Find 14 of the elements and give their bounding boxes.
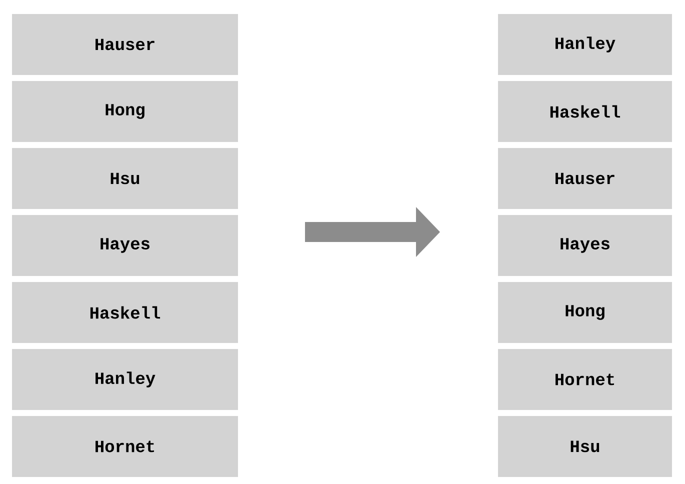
- name-cell: Hsu: [12, 148, 238, 209]
- name-cell: Hauser: [12, 14, 238, 75]
- name-cell: Haskell: [12, 282, 238, 343]
- name-cell: Hayes: [12, 215, 238, 276]
- name-cell: Hayes: [498, 215, 672, 276]
- name-cell: Hauser: [498, 148, 672, 209]
- name-cell: Haskell: [498, 81, 672, 142]
- name-cell: Hsu: [498, 416, 672, 477]
- name-cell: Hong: [498, 282, 672, 343]
- name-cell: Hong: [12, 81, 238, 142]
- name-cell: Hanley: [498, 14, 672, 75]
- name-cell: Hornet: [12, 416, 238, 477]
- name-cell: Hornet: [498, 349, 672, 410]
- name-cell: Hanley: [12, 349, 238, 410]
